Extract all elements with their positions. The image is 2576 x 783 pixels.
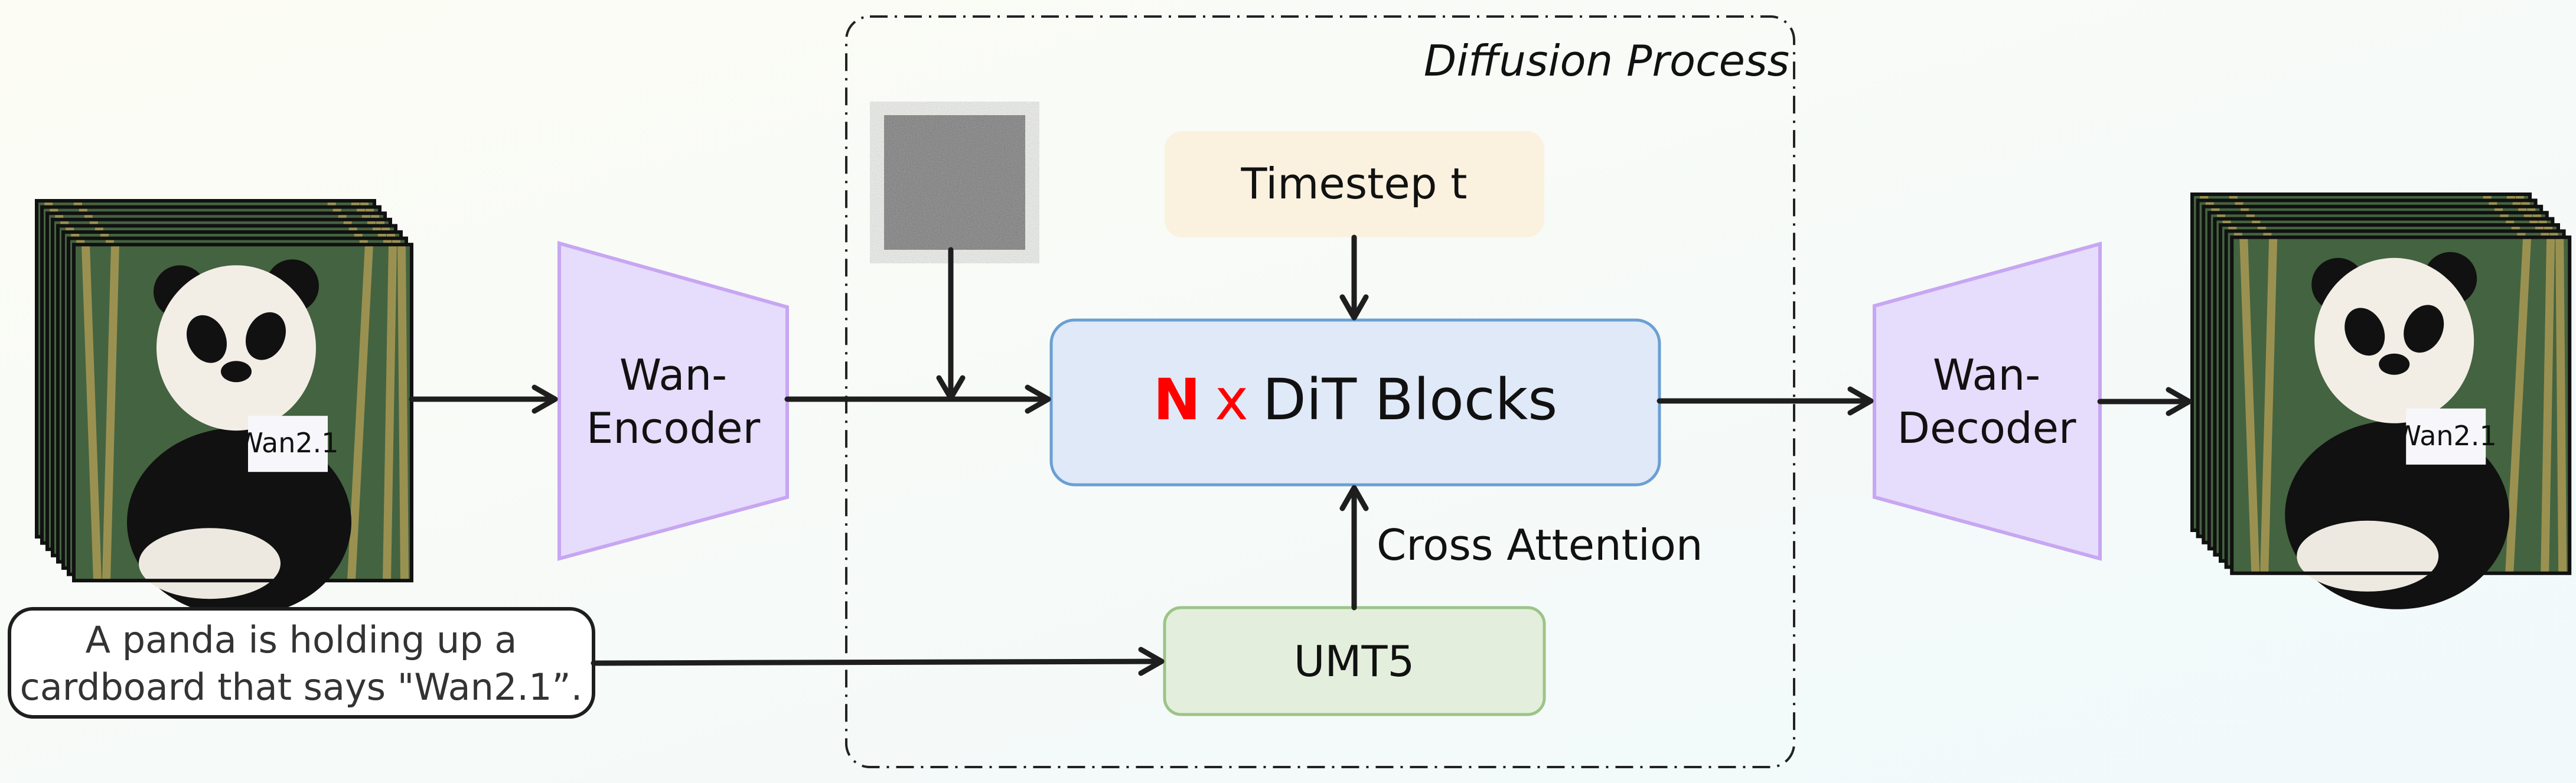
- sign-text: Wan2.1: [236, 427, 338, 459]
- output-video-frames: Wan2.1: [2192, 194, 2570, 609]
- arrow-umt5-to-dit: [1339, 485, 1369, 611]
- arrow-dit-to-decoder: [1657, 386, 1874, 416]
- arrows: [409, 234, 2192, 676]
- dit-times: x: [1215, 367, 1248, 433]
- sign-text: Wan2.1: [2395, 420, 2497, 452]
- input-video-frames: Wan2.1: [37, 201, 412, 616]
- encoder-label-line2: Encoder: [586, 403, 761, 453]
- timestep-label: Timestep t: [1240, 159, 1467, 208]
- arrow-timestep-to-dit: [1339, 234, 1369, 321]
- arrow-decoder-to-output: [2097, 387, 2192, 416]
- dit-label: DiT Blocks: [1263, 367, 1557, 433]
- decoder-label-line1: Wan-: [1933, 350, 2040, 400]
- wan-encoder-trapezoid: [557, 241, 789, 561]
- diffusion-process-label: Diffusion Process: [1424, 36, 1789, 86]
- arrow-encoder-to-dit: [784, 384, 1051, 414]
- cross-attention-label: Cross Attention: [1377, 520, 1703, 570]
- prompt-line2: cardboard that says "Wan2.1”.: [20, 665, 583, 709]
- umt5-label: UMT5: [1294, 637, 1415, 686]
- decoder-label-line2: Decoder: [1897, 403, 2076, 453]
- encoder-label-line1: Wan-: [619, 350, 727, 400]
- timestep-box: [1165, 131, 1544, 237]
- arrow-prompt-to-umt5: [591, 647, 1165, 676]
- wan-decoder-trapezoid: [1873, 242, 2102, 561]
- arrow-noise-to-dit: [936, 247, 966, 401]
- arrow-input-to-encoder: [409, 384, 558, 414]
- diffusion-process-frame: [845, 15, 1795, 768]
- noise-texture: [884, 115, 1025, 250]
- dit-multiplier: N: [1153, 367, 1201, 433]
- video-frame: Wan2.1: [2232, 237, 2570, 609]
- video-frame: Wan2.1: [74, 244, 412, 616]
- prompt-line1: A panda is holding up a: [86, 618, 517, 661]
